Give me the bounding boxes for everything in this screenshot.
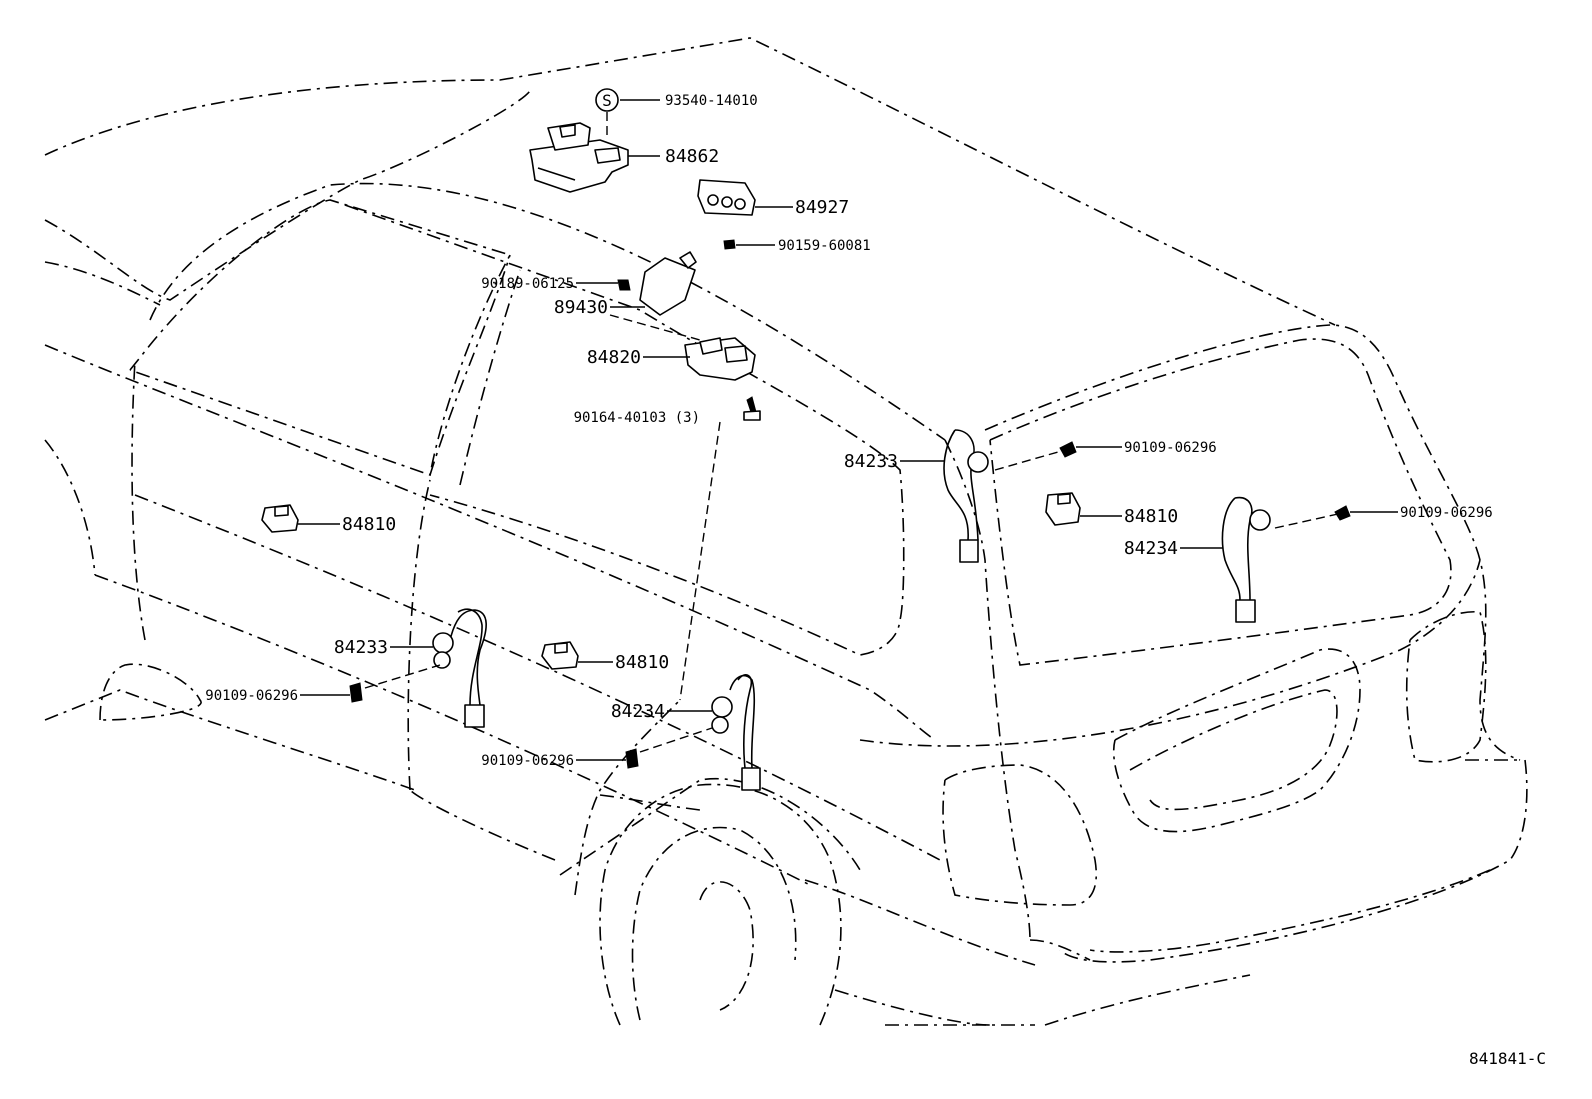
part-90159-60081-screw [723,239,736,250]
label-90109-06296-rear-a: 90109-06296 [1124,440,1217,456]
callout-labels: S 93540-14010 84862 84927 90159-60081 90… [205,88,1546,1068]
part-84810-mid-switch [541,641,579,670]
part-90109-06296-front-bolt [349,682,363,703]
label-84234-mid: 84234 [611,701,665,722]
label-84233-rear: 84233 [844,451,898,472]
leader-lines [298,99,1398,761]
label-84810-rear: 84810 [1124,506,1178,527]
label-84820: 84820 [587,347,641,368]
service-symbol-label: S [602,91,612,110]
part-90109-06296-rear-b-bolt [1334,505,1351,521]
part-89430-sensor [639,251,697,316]
label-84810-mid: 84810 [615,652,669,673]
label-84810-front: 84810 [342,514,396,535]
label-89430: 89430 [554,297,608,318]
part-90109-06296-mid-bolt [625,748,639,769]
part-84234-mid-harness [639,674,761,791]
part-84233-front-harness [364,608,487,728]
part-84810-front-switch [261,504,299,533]
part-84810-rear-switch [1045,492,1081,526]
label-90159-60081: 90159-60081 [778,238,871,254]
service-symbol-icon [595,88,619,112]
part-84820-switch [684,337,756,381]
label-84234-rear: 84234 [1124,538,1178,559]
label-93540-14010: 93540-14010 [665,93,758,109]
label-90109-06296-rear-b: 90109-06296 [1400,505,1493,521]
label-84927: 84927 [795,197,849,218]
part-90109-06296-rear-a-bolt [1059,441,1077,458]
part-90164-40103-screw [743,396,761,421]
label-84233-front: 84233 [334,637,388,658]
part-84234-rear-harness [1221,496,1339,623]
label-90189-06125: 90189-06125 [481,276,574,292]
part-90189-06125-nut [617,279,631,291]
label-90109-06296-front: 90109-06296 [205,688,298,704]
part-84927-switch [697,179,756,216]
label-90109-06296-mid: 90109-06296 [481,753,574,769]
part-84233-rear-harness [943,429,1066,563]
vehicle-outline [44,37,1528,1026]
part-84862-relay [529,122,629,193]
diagram-id: 841841-C [1469,1049,1546,1068]
label-84862: 84862 [665,146,719,167]
label-90164-40103: 90164-40103 (3) [574,410,700,426]
